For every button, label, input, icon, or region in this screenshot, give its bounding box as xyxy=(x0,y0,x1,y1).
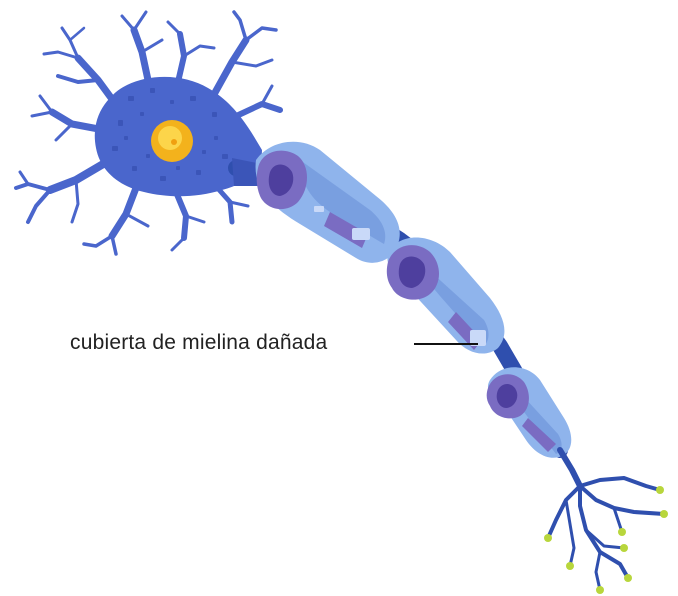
myelin-segment-1 xyxy=(256,142,400,263)
myelin-segment-2 xyxy=(387,237,505,353)
terminal-bulbs xyxy=(544,486,668,594)
nucleus-highlight xyxy=(158,126,182,150)
axon-terminals xyxy=(548,450,664,590)
myelin-segment-3 xyxy=(487,367,572,458)
damaged-myelin-label: cubierta de mielina dañada xyxy=(70,331,327,355)
